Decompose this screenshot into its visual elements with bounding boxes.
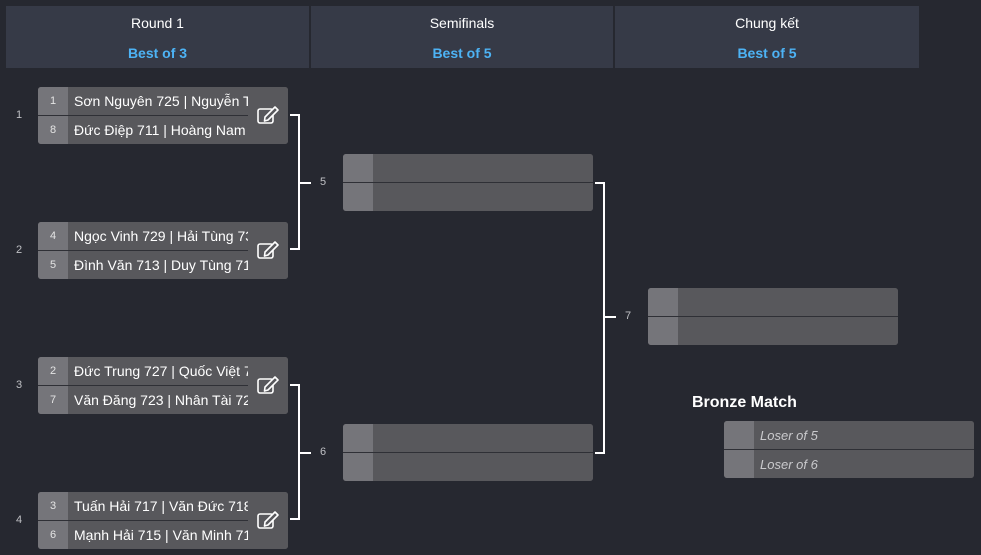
seed-number: 3: [38, 492, 68, 520]
team-slot[interactable]: [343, 453, 593, 481]
seed-number: 2: [38, 357, 68, 385]
round-header-2: Semifinals Best of 5: [311, 6, 613, 68]
edit-match-button[interactable]: [248, 222, 288, 278]
match-number: 1: [16, 109, 23, 121]
team-divider: [38, 385, 288, 386]
match-7[interactable]: [648, 288, 898, 345]
seed-number: 5: [38, 251, 68, 279]
connector-line: [605, 316, 616, 318]
edit-match-button[interactable]: [248, 357, 288, 413]
edit-icon: [257, 376, 279, 394]
bronze-match-title: Bronze Match: [692, 394, 797, 411]
team-slot[interactable]: 8 Đức Điệp 711 | Hoàng Nam 7: [38, 116, 288, 144]
team-name: Sơn Nguyên 725 | Nguyễn Ti: [74, 93, 254, 109]
seed-number: 8: [38, 116, 68, 144]
team-slot[interactable]: 5 Đình Văn 713 | Duy Tùng 714: [38, 251, 288, 279]
edit-icon: [257, 511, 279, 529]
team-name: Đình Văn 713 | Duy Tùng 714: [74, 257, 254, 273]
seed-number: 1: [38, 87, 68, 115]
team-slot[interactable]: 3 Tuấn Hải 717 | Văn Đức 718: [38, 492, 288, 520]
seed-number: [648, 317, 678, 345]
connector-line: [298, 384, 300, 520]
edit-match-button[interactable]: [248, 492, 288, 548]
team-name: Đức Trung 727 | Quốc Việt 72: [74, 363, 254, 379]
round-format: Best of 5: [432, 45, 492, 61]
seed-number: 4: [38, 222, 68, 250]
match-3[interactable]: 2 Đức Trung 727 | Quốc Việt 72 7 Văn Đăn…: [38, 357, 288, 414]
round-title: Round 1: [131, 15, 184, 31]
connector-line: [290, 384, 300, 386]
team-slot[interactable]: 4 Ngọc Vinh 729 | Hải Tùng 73: [38, 222, 288, 250]
seed-number: [343, 154, 373, 182]
round-title: Semifinals: [429, 15, 495, 31]
team-slot[interactable]: [648, 317, 898, 345]
team-slot[interactable]: 1 Sơn Nguyên 725 | Nguyễn Ti: [38, 87, 288, 115]
team-name: Văn Đăng 723 | Nhân Tài 724: [74, 392, 254, 408]
seed-number: [724, 421, 754, 449]
team-slot[interactable]: [343, 424, 593, 452]
connector-line: [290, 114, 300, 116]
seed-number: [724, 450, 754, 478]
connector-line: [298, 114, 300, 250]
team-divider: [648, 316, 898, 317]
team-slot[interactable]: 2 Đức Trung 727 | Quốc Việt 72: [38, 357, 288, 385]
team-divider: [38, 250, 288, 251]
team-name: Ngọc Vinh 729 | Hải Tùng 73: [74, 228, 254, 244]
seed-number: [343, 424, 373, 452]
seed-number: [343, 453, 373, 481]
team-slot[interactable]: Loser of 6: [724, 450, 974, 478]
match-number: 4: [16, 514, 23, 526]
team-divider: [38, 115, 288, 116]
connector-line: [595, 182, 605, 184]
connector-line: [300, 182, 311, 184]
seed-number: [343, 183, 373, 211]
team-name: Mạnh Hải 715 | Văn Minh 71: [74, 527, 252, 543]
team-divider: [343, 452, 593, 453]
match-number: 6: [320, 446, 327, 458]
edit-icon: [257, 241, 279, 259]
match-4[interactable]: 3 Tuấn Hải 717 | Văn Đức 718 6 Mạnh Hải …: [38, 492, 288, 549]
team-name: Tuấn Hải 717 | Văn Đức 718: [74, 498, 252, 514]
connector-line: [290, 248, 300, 250]
connector-line: [595, 452, 605, 454]
connector-line: [290, 518, 300, 520]
seed-number: 7: [38, 386, 68, 414]
edit-icon: [257, 106, 279, 124]
team-slot[interactable]: Loser of 5: [724, 421, 974, 449]
team-slot[interactable]: 7 Văn Đăng 723 | Nhân Tài 724: [38, 386, 288, 414]
team-placeholder: Loser of 5: [760, 427, 818, 443]
match-6[interactable]: [343, 424, 593, 481]
match-number: 5: [320, 176, 327, 188]
match-2[interactable]: 4 Ngọc Vinh 729 | Hải Tùng 73 5 Đình Văn…: [38, 222, 288, 279]
team-name: Đức Điệp 711 | Hoàng Nam 7: [74, 122, 254, 138]
match-number: 3: [16, 379, 23, 391]
round-format: Best of 5: [737, 45, 797, 61]
team-slot[interactable]: [343, 183, 593, 211]
match-1[interactable]: 1 Sơn Nguyên 725 | Nguyễn Ti 8 Đức Điệp …: [38, 87, 288, 144]
round-header-1: Round 1 Best of 3: [6, 6, 309, 68]
connector-line: [603, 182, 605, 454]
match-5[interactable]: [343, 154, 593, 211]
team-divider: [724, 449, 974, 450]
team-divider: [38, 520, 288, 521]
seed-number: [648, 288, 678, 316]
team-placeholder: Loser of 6: [760, 456, 818, 472]
connector-line: [300, 452, 311, 454]
edit-match-button[interactable]: [248, 87, 288, 143]
round-format: Best of 3: [127, 45, 188, 61]
team-divider: [343, 182, 593, 183]
team-slot[interactable]: [648, 288, 898, 316]
match-number: 2: [16, 244, 23, 256]
team-slot[interactable]: 6 Mạnh Hải 715 | Văn Minh 71: [38, 521, 288, 549]
round-title: Chung kết: [735, 15, 799, 31]
seed-number: 6: [38, 521, 68, 549]
bronze-match[interactable]: Loser of 5 Loser of 6: [724, 421, 974, 478]
match-number: 7: [625, 310, 632, 322]
round-header-3: Chung kết Best of 5: [615, 6, 919, 68]
team-slot[interactable]: [343, 154, 593, 182]
